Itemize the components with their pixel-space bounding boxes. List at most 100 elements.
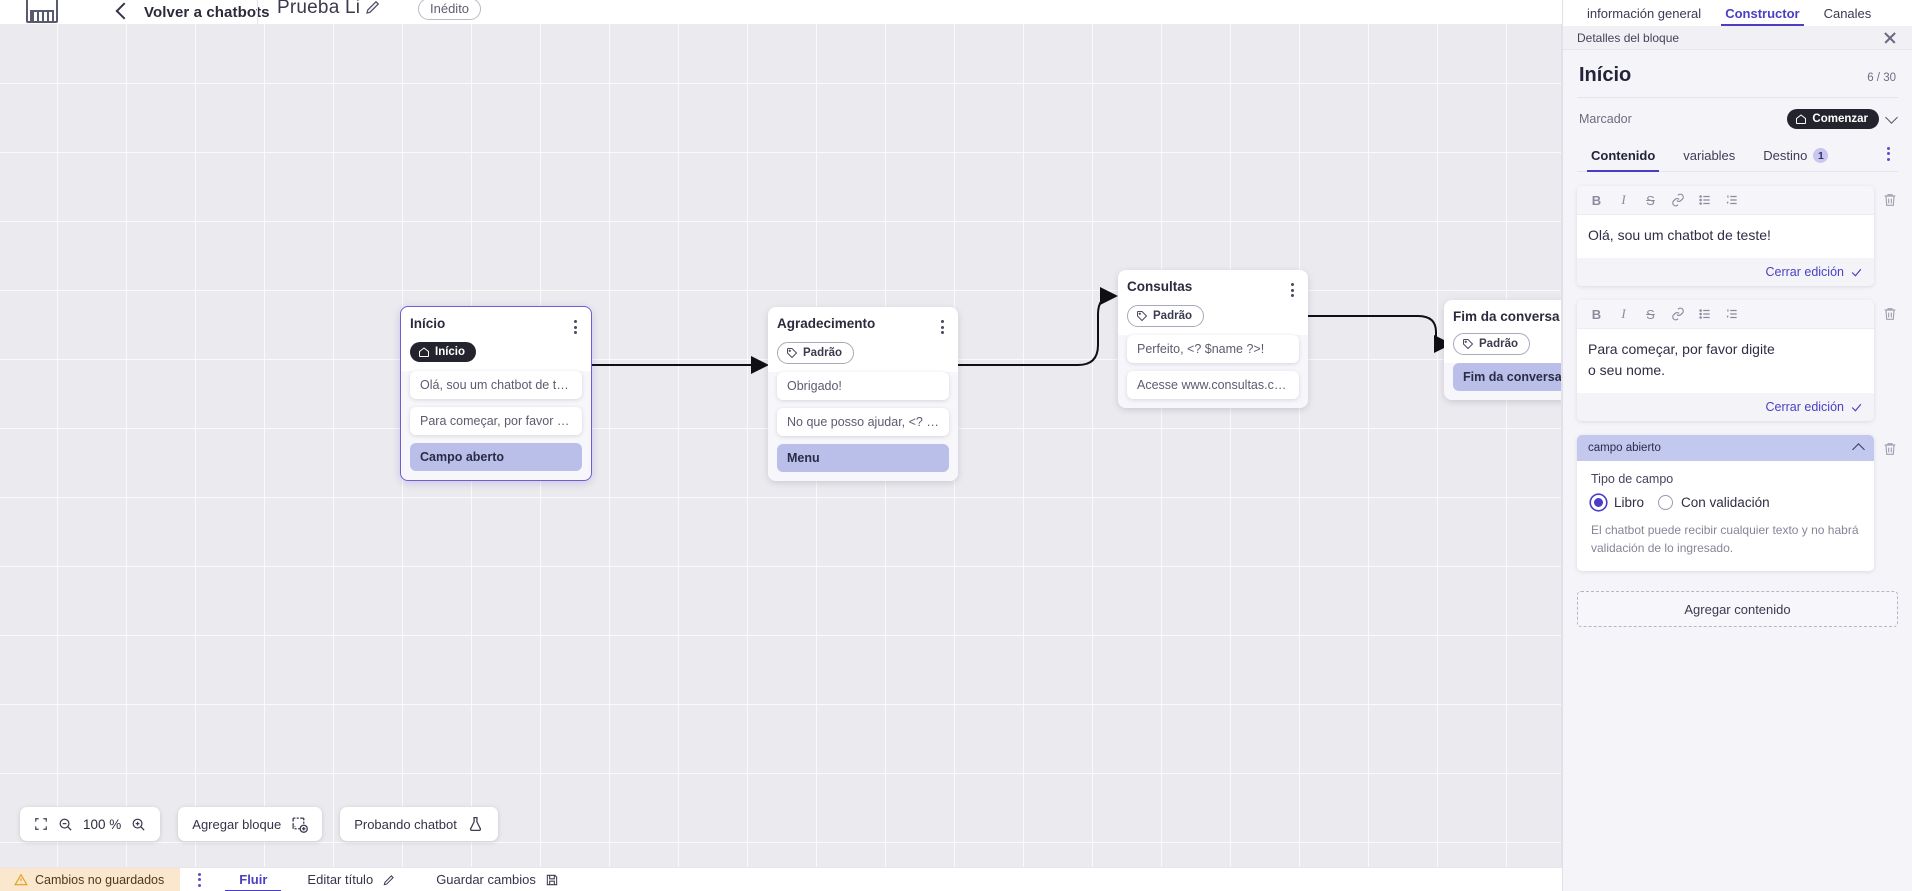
page-title: Início bbox=[1579, 64, 1632, 86]
test-chatbot-button[interactable]: Probando chatbot bbox=[340, 807, 498, 841]
zoom-out-icon[interactable] bbox=[58, 817, 73, 832]
italic-icon[interactable]: I bbox=[1621, 306, 1626, 321]
message-editor-text[interactable]: Para começar, por favor digite o seu nom… bbox=[1577, 329, 1787, 393]
strikethrough-icon[interactable]: S bbox=[1646, 192, 1655, 208]
flow-node-inicio[interactable]: Início Início Olá, sou um chatbot de tes… bbox=[400, 306, 592, 481]
radio-con-validacion[interactable]: Con validación bbox=[1658, 495, 1770, 510]
trash-icon[interactable] bbox=[1882, 191, 1898, 209]
editor-toolbar: B I S bbox=[1577, 300, 1874, 329]
add-content-button[interactable]: Agregar contenido bbox=[1577, 591, 1898, 627]
unsaved-changes-badge: Cambios no guardados bbox=[0, 867, 181, 891]
node-menu-icon[interactable] bbox=[1285, 280, 1299, 297]
bullet-list-icon[interactable] bbox=[1691, 190, 1718, 210]
node-tag-agradecimento[interactable]: Padrão bbox=[777, 342, 854, 364]
close-edit-link[interactable]: Cerrar edición bbox=[1765, 400, 1844, 414]
field-type-hint: El chatbot puede recibir cualquier texto… bbox=[1591, 523, 1859, 555]
flow-canvas[interactable]: Início Início Olá, sou um chatbot de tes… bbox=[0, 24, 1562, 867]
node-tag-label: Padrão bbox=[1153, 310, 1192, 322]
tab-variables[interactable]: variables bbox=[1671, 142, 1747, 171]
field-config-card: campo abierto Tipo de campo Libro bbox=[1577, 435, 1874, 571]
radio-con-validacion-label: Con validación bbox=[1681, 495, 1770, 510]
tab-destino-label: Destino bbox=[1763, 148, 1808, 163]
tab-canales[interactable]: Canales bbox=[1823, 6, 1872, 21]
chevron-down-icon[interactable] bbox=[1885, 110, 1898, 124]
marker-value-chip[interactable]: Comenzar bbox=[1787, 109, 1879, 129]
node-tag-fim[interactable]: Padrão bbox=[1453, 332, 1530, 355]
node-message[interactable]: Obrigado! bbox=[777, 372, 949, 400]
close-icon[interactable] bbox=[1882, 30, 1898, 46]
app-logo-glyph bbox=[30, 10, 54, 21]
flow-node-consultas[interactable]: Consultas Padrão Perfeito, <? $name ?>! … bbox=[1118, 270, 1308, 408]
node-title: Fim da conversa bbox=[1453, 309, 1560, 324]
bottom-tab-fluir[interactable]: Fluir bbox=[219, 868, 287, 891]
back-to-chatbots-link[interactable]: Volver a chatbots bbox=[144, 3, 270, 21]
message-editor-text[interactable]: Olá, sou um chatbot de teste! bbox=[1577, 215, 1874, 258]
bullet-list-icon[interactable] bbox=[1691, 304, 1718, 324]
panel-subheader: Detalles del bloque bbox=[1563, 26, 1912, 50]
bold-icon[interactable]: B bbox=[1591, 306, 1602, 322]
node-tag-label: Padrão bbox=[1479, 337, 1518, 350]
tab-informacion-general[interactable]: información general bbox=[1587, 6, 1702, 21]
tab-constructor[interactable]: Constructor bbox=[1713, 6, 1811, 26]
node-message[interactable]: No que posso ajudar, <? $name ... bbox=[777, 408, 949, 436]
node-input-chip[interactable]: Campo aberto bbox=[410, 443, 582, 471]
message-editor-card[interactable]: B I S Para começar, por favor digite o s… bbox=[1577, 300, 1874, 421]
back-chevron-icon[interactable] bbox=[115, 2, 133, 20]
node-tag-inicio[interactable]: Início bbox=[410, 342, 477, 362]
node-message[interactable]: Para começar, por favor digite o ... bbox=[410, 407, 582, 435]
panel-subheader-title: Detalles del bloque bbox=[1577, 30, 1680, 45]
node-input-chip[interactable]: Menu bbox=[777, 444, 949, 472]
message-editor-footer: Cerrar edición bbox=[1577, 258, 1874, 286]
node-input-chip[interactable]: Fim da conversa bbox=[1453, 362, 1562, 391]
save-changes-button[interactable]: Guardar cambios bbox=[416, 868, 579, 891]
node-menu-icon[interactable] bbox=[935, 317, 949, 334]
node-menu-icon[interactable] bbox=[568, 317, 582, 334]
radio-libro[interactable]: Libro bbox=[1591, 495, 1644, 510]
node-message[interactable]: Olá, sou um chatbot de teste! bbox=[410, 371, 582, 399]
check-icon[interactable] bbox=[1850, 401, 1863, 414]
add-block-button[interactable]: Agregar bloque bbox=[178, 807, 323, 841]
field-type-options: Libro Con validación bbox=[1591, 495, 1860, 510]
pencil-icon bbox=[383, 874, 395, 885]
kebab-menu-icon[interactable] bbox=[1881, 146, 1896, 167]
edit-title-button[interactable]: Editar título bbox=[287, 868, 416, 891]
node-message[interactable]: Perfeito, <? $name ?>! bbox=[1127, 335, 1299, 363]
trash-icon[interactable] bbox=[1882, 305, 1898, 323]
save-changes-label: Guardar cambios bbox=[436, 872, 536, 887]
node-title: Consultas bbox=[1127, 279, 1193, 294]
tab-contenido[interactable]: Contenido bbox=[1579, 142, 1667, 172]
italic-icon[interactable]: I bbox=[1621, 192, 1626, 207]
pencil-icon[interactable] bbox=[364, 0, 382, 16]
panel-divider bbox=[1561, 0, 1562, 891]
fit-screen-icon[interactable] bbox=[34, 817, 48, 831]
zoom-controls[interactable]: 100 % bbox=[20, 807, 161, 841]
edit-title-label: Editar título bbox=[307, 872, 374, 887]
tag-icon bbox=[787, 348, 798, 359]
app-logo[interactable] bbox=[26, 0, 58, 23]
zoom-in-icon[interactable] bbox=[131, 817, 146, 832]
node-header: Consultas bbox=[1127, 279, 1299, 297]
check-icon[interactable] bbox=[1850, 266, 1863, 279]
bottom-tab-fluir-label: Fluir bbox=[239, 872, 268, 887]
tag-icon bbox=[1463, 338, 1474, 350]
flow-node-agradecimento[interactable]: Agradecimento Padrão Obrigado! No que po… bbox=[768, 307, 958, 481]
marker-label: Marcador bbox=[1579, 112, 1632, 126]
field-config-header[interactable]: campo abierto bbox=[1577, 435, 1874, 461]
link-icon[interactable] bbox=[1664, 190, 1691, 210]
chevron-up-icon[interactable] bbox=[1852, 443, 1865, 456]
bold-icon[interactable]: B bbox=[1591, 192, 1602, 208]
numbered-list-icon[interactable] bbox=[1718, 190, 1745, 210]
node-message[interactable]: Acesse www.consultas.com par... bbox=[1127, 371, 1299, 399]
node-tag-label: Padrão bbox=[803, 347, 842, 359]
flow-node-fim-da-conversa[interactable]: Fim da conversa Padrão Fim da conversa bbox=[1444, 300, 1562, 400]
node-tag-consultas[interactable]: Padrão bbox=[1127, 305, 1204, 327]
message-editor-card[interactable]: B I S Olá, sou um chatbot de teste! Cerr… bbox=[1577, 186, 1874, 286]
tab-destino[interactable]: Destino 1 bbox=[1751, 142, 1840, 171]
marker-row: Marcador Comenzar bbox=[1577, 98, 1898, 138]
trash-icon[interactable] bbox=[1882, 440, 1898, 458]
strikethrough-icon[interactable]: S bbox=[1646, 306, 1655, 322]
link-icon[interactable] bbox=[1664, 304, 1691, 324]
numbered-list-icon[interactable] bbox=[1718, 304, 1745, 324]
kebab-menu-icon[interactable] bbox=[198, 872, 202, 887]
close-edit-link[interactable]: Cerrar edición bbox=[1765, 265, 1844, 279]
